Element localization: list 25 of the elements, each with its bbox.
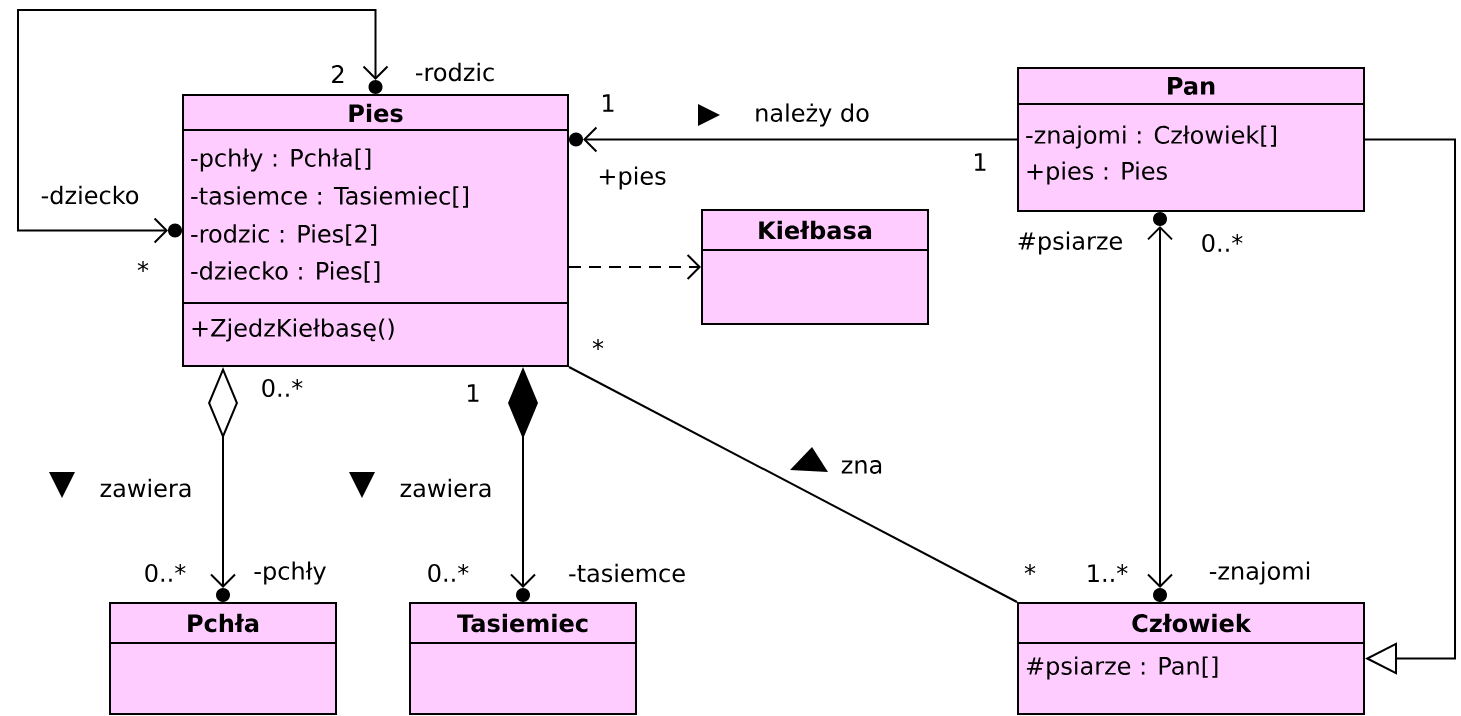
association-line [568, 366, 1018, 603]
association-line [569, 126, 1018, 153]
multiplicity-label: * [137, 261, 149, 273]
class-box: Człowiek #psiarze : Pan[] [1017, 602, 1365, 715]
multiplicity-label: -dziecko [41, 185, 139, 205]
association-line [17, 9, 389, 244]
multiplicity-label: +pies [599, 166, 666, 190]
class-box: Pan -znajomi : Człowiek[] +pies : Pies [1017, 67, 1365, 212]
edge-label: należy do [752, 101, 872, 129]
multiplicity-label: * [592, 339, 604, 351]
multiplicity-label: 1 [975, 153, 986, 171]
association-line [568, 254, 701, 280]
class-box: Pchła [109, 602, 337, 715]
class-box: Kiełbasa [701, 209, 929, 325]
edge-label: zawiera [97, 476, 195, 500]
association-line [1364, 138, 1456, 675]
multiplicity-label: * [1024, 564, 1036, 576]
class-box: Tasiemiec [409, 602, 637, 715]
edge-label: zawiera [397, 476, 495, 500]
multiplicity-label: 1 [603, 94, 614, 112]
association-line [1147, 212, 1173, 602]
multiplicity-label: -tasiemce [569, 563, 685, 583]
edge-label: zna [838, 458, 886, 476]
multiplicity-label: 0..* [1202, 233, 1243, 253]
class-box: Pies -pchły : Pchła[] -tasiemce : Tasiemiec[] -rodzic : Pies[2] -dziecko : Pies[] +ZjedzKiełbasę() [182, 94, 569, 367]
